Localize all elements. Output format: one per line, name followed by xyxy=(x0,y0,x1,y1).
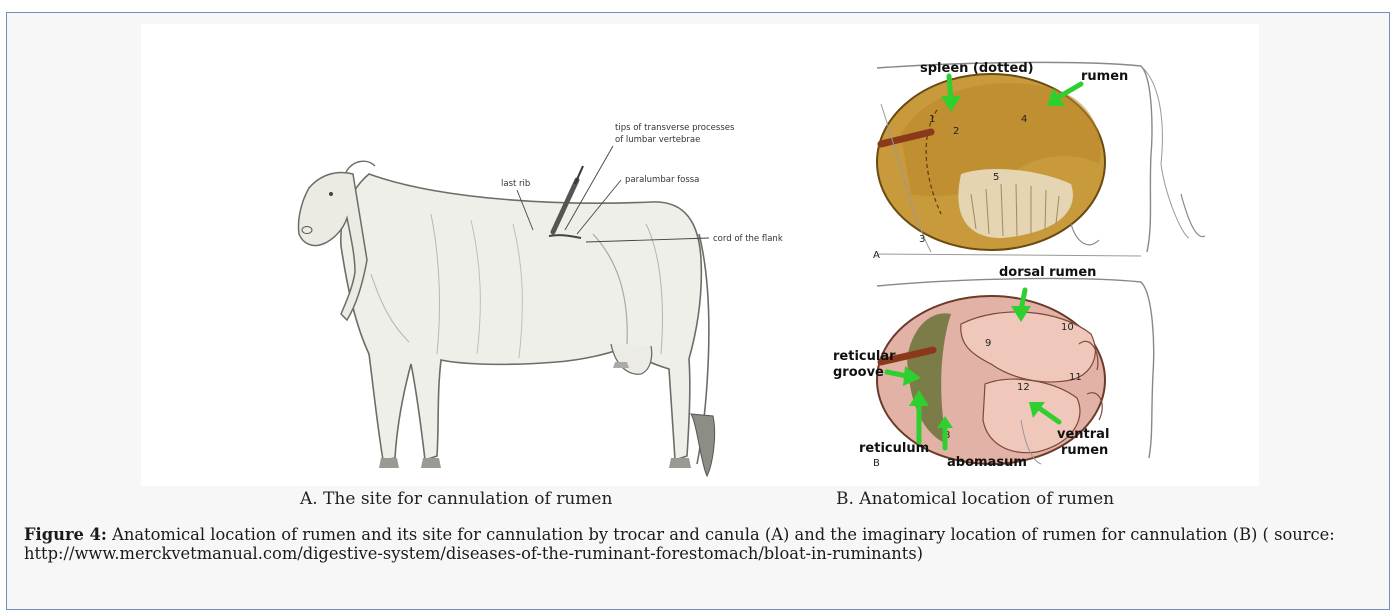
corner-letter-b: B xyxy=(873,458,880,469)
subcaption-a: A. The site for cannulation of rumen xyxy=(300,489,612,509)
label-reticulum: reticulum xyxy=(859,441,929,456)
label-abomasum: abomasum xyxy=(947,455,1027,470)
caption-label: Figure 4: xyxy=(24,525,107,544)
label-spleen: spleen (dotted) xyxy=(920,61,1034,76)
label-ventral-rumen-line1: ventral xyxy=(1057,427,1109,442)
number-3: 3 xyxy=(919,234,925,245)
number-9: 9 xyxy=(985,338,991,349)
caption-text: Anatomical location of rumen and its sit… xyxy=(24,525,1335,563)
label-tips-line1: tips of transverse processes xyxy=(615,123,735,133)
label-dorsal-rumen: dorsal rumen xyxy=(999,265,1096,280)
label-tips-line2: of lumbar vertebrae xyxy=(615,135,700,145)
figure-image-panel: tips of transverse processes of lumbar v… xyxy=(141,24,1259,486)
label-ventral-rumen-line2: rumen xyxy=(1061,443,1108,458)
number-4: 4 xyxy=(1021,114,1027,125)
number-2: 2 xyxy=(953,126,959,137)
number-12: 12 xyxy=(1017,382,1030,393)
number-11: 11 xyxy=(1069,372,1082,383)
figure-illustration: tips of transverse processes of lumbar v… xyxy=(141,24,1259,486)
figure-caption: Figure 4: Anatomical location of rumen a… xyxy=(24,525,1364,563)
corner-letter-a: A xyxy=(873,250,880,261)
label-last-rib: last rib xyxy=(501,179,530,189)
label-cord-of-flank: cord of the flank xyxy=(713,234,783,244)
number-5: 5 xyxy=(993,172,999,183)
anatomy-top-illustration xyxy=(877,62,1205,256)
number-10: 10 xyxy=(1061,322,1074,333)
label-rumen: rumen xyxy=(1081,69,1128,84)
subcaption-b: B. Anatomical location of rumen xyxy=(836,489,1114,509)
label-reticular-groove-line1: reticular xyxy=(833,349,896,364)
cow-illustration xyxy=(298,161,714,476)
number-1: 1 xyxy=(929,114,935,125)
label-reticular-groove-line2: groove xyxy=(833,365,884,380)
label-paralumbar-fossa: paralumbar fossa xyxy=(625,175,699,185)
